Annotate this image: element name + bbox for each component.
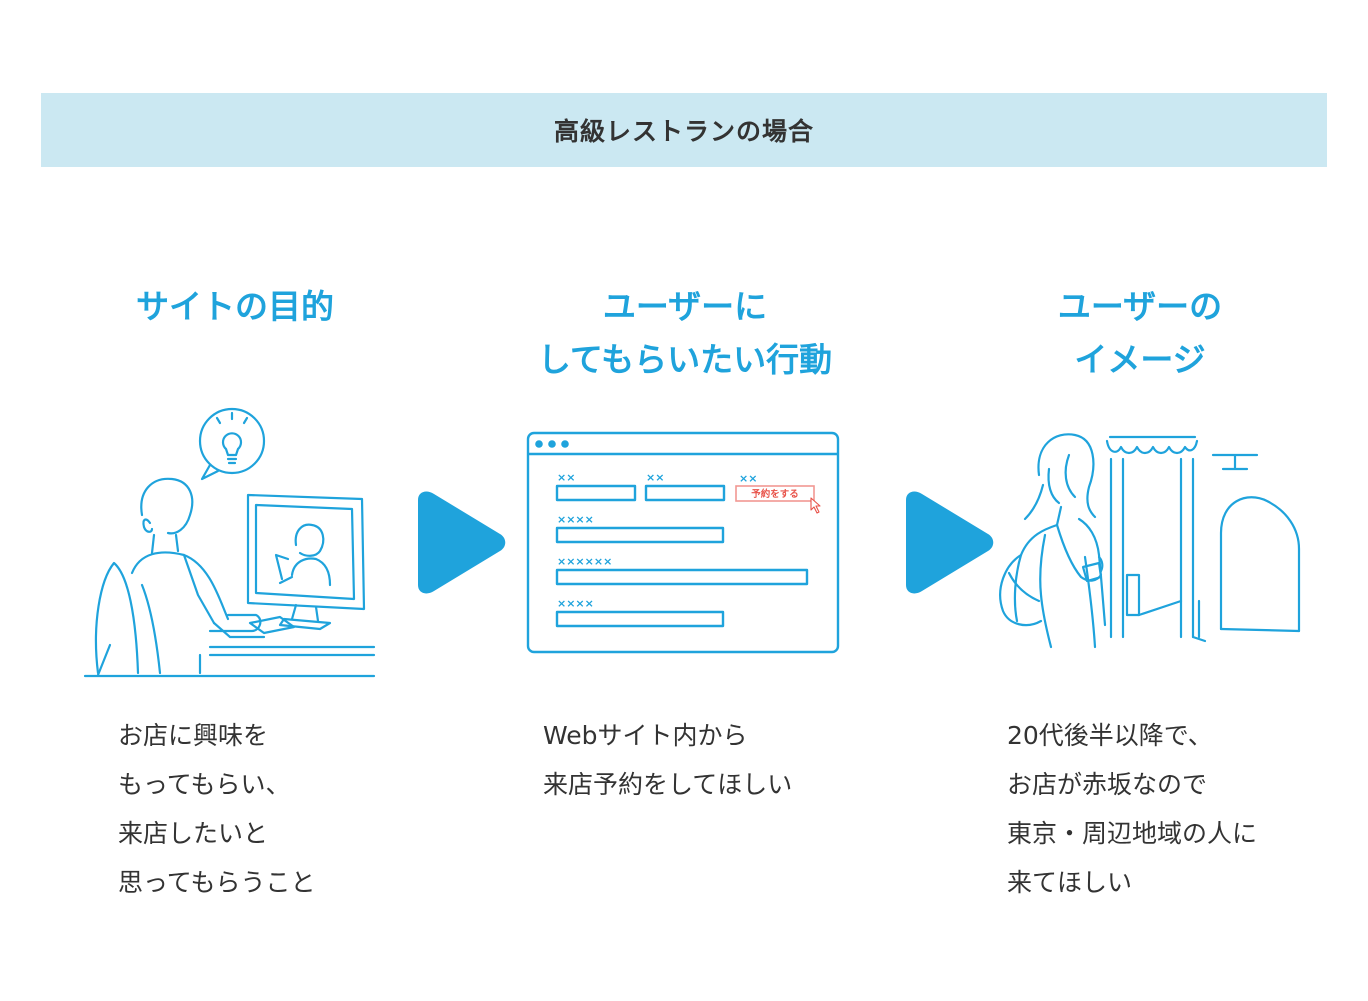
body-line: お店に興味を <box>118 721 269 750</box>
banner-title: 高級レストランの場合 <box>553 117 814 146</box>
body-line: お店が赤坂なので <box>1007 770 1208 799</box>
lightbulb-idea-icon <box>198 407 266 481</box>
column-body: 20代後半以降で、 お店が赤坂なので 東京・周辺地域の人に 来てほしい <box>1007 711 1257 907</box>
column-title-line: ユーザーの <box>1057 287 1223 326</box>
form-label: ×××× <box>557 597 594 610</box>
body-line: 思ってもらうこと <box>118 868 316 897</box>
body-line: 来店したいと <box>118 819 269 848</box>
form-label: ×× <box>557 471 575 484</box>
body-line: Webサイト内から <box>543 721 748 750</box>
column-user-action: ユーザーに してもらいたい行動 <box>500 280 870 386</box>
column-title-line: イメージ <box>1074 340 1206 379</box>
arrow-right-icon <box>418 491 506 594</box>
form-label: ×× <box>739 472 757 485</box>
person-at-computer-icon <box>83 407 376 678</box>
column-body: Webサイト内から 来店予約をしてほしい <box>543 711 792 809</box>
body-line: 東京・周辺地域の人に <box>1007 819 1258 848</box>
column-user-image: ユーザーの イメージ <box>990 280 1290 386</box>
cursor-icon <box>810 497 821 514</box>
arrow-right-icon <box>906 491 994 594</box>
reservation-form-browser-icon: ×× ×× ×× ×××× ×××××× ×××× 予約をする <box>526 431 840 654</box>
form-label: ×× <box>646 471 664 484</box>
woman-at-restaurant-entrance-icon <box>999 433 1301 649</box>
column-title-line: してもらいたい行動 <box>537 340 833 379</box>
column-body: お店に興味を もってもらい、 来店したいと 思ってもらうこと <box>118 711 316 907</box>
column-title-line: サイトの目的 <box>136 287 334 326</box>
form-label: ×××××× <box>557 555 612 568</box>
body-line: 来店予約をしてほしい <box>543 770 793 799</box>
reserve-button-label: 予約をする <box>751 488 799 500</box>
column-title-line: ユーザーに <box>602 287 768 326</box>
header-banner: 高級レストランの場合 <box>41 93 1327 167</box>
form-label: ×××× <box>557 513 594 526</box>
body-line: 20代後半以降で、 <box>1007 721 1213 750</box>
reserve-button[interactable]: 予約をする <box>735 485 815 502</box>
body-line: 来てほしい <box>1007 868 1133 897</box>
column-site-purpose: サイトの目的 <box>80 280 390 333</box>
body-line: もってもらい、 <box>118 770 291 799</box>
